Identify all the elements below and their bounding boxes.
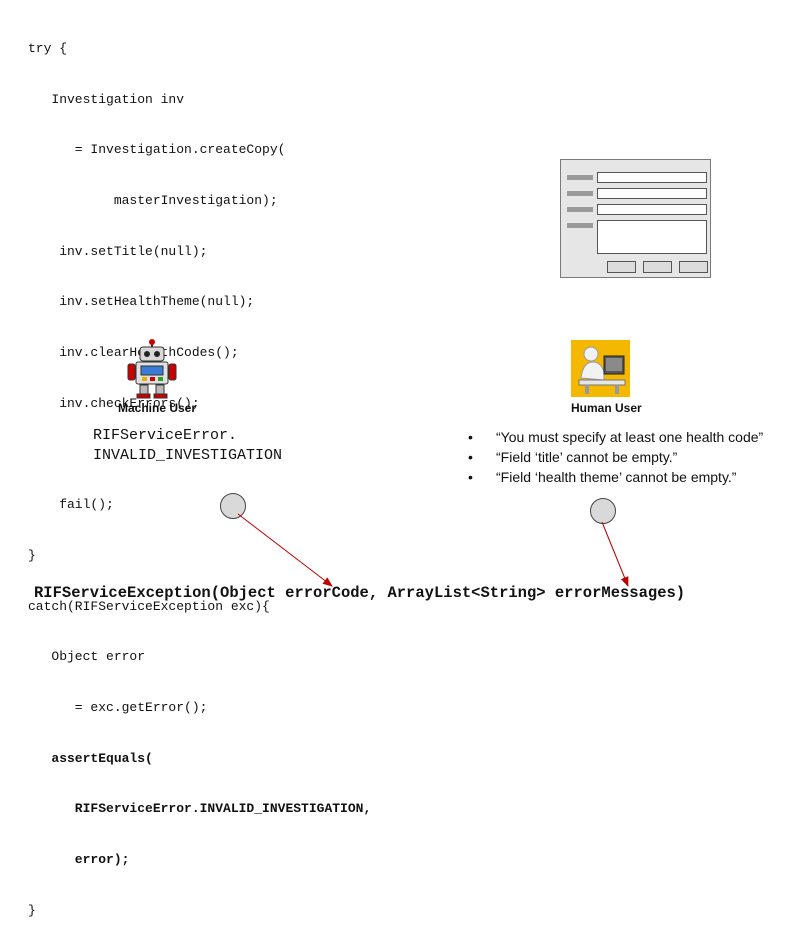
human-user-label: Human User [571,401,642,415]
code-line: Investigation inv [28,91,185,107]
form-field-placeholder [597,172,707,183]
machine-connector-node [220,493,246,519]
error-message-item: “Field ‘title’ cannot be empty.” [468,447,763,467]
robot-icon [126,339,178,399]
code-line: fail(); [28,497,114,513]
error-message-item: “Field ‘health theme’ cannot be empty.” [468,467,763,487]
code-listing: try { Investigation inv = Investigation.… [28,7,371,937]
form-label-placeholder [567,223,593,228]
code-line: } [28,902,36,918]
code-line: inv.setTitle(null); [28,243,208,259]
code-line: = exc.getError(); [28,699,208,715]
person-at-computer-icon [571,340,630,397]
code-line: inv.setHealthTheme(null); [28,294,255,310]
constructor-signature: RIFServiceException(Object errorCode, Ar… [34,584,686,602]
human-connector-node [590,498,616,524]
form-field-placeholder [597,204,707,215]
error-message-item: “You must specify at least one health co… [468,427,763,447]
code-line: masterInvestigation); [28,192,278,208]
human-arrow [601,521,629,587]
form-button-placeholder [679,261,708,273]
code-line: } [28,547,36,563]
code-line: RIFServiceError.INVALID_INVESTIGATION, [28,801,372,817]
machine-user-label: Machine User [118,401,197,415]
form-field-placeholder [597,188,707,199]
form-label-placeholder [567,191,593,196]
code-line: inv.clearHealthCodes(); [28,345,239,361]
machine-error-code: RIFServiceError. INVALID_INVESTIGATION [93,426,282,466]
code-line: = Investigation.createCopy( [28,142,286,158]
code-line: Object error [28,649,146,665]
code-line: error); [28,852,130,868]
machine-error-line: INVALID_INVESTIGATION [93,447,283,464]
form-label-placeholder [567,207,593,212]
code-line: catch(RIFServiceException exc){ [28,598,270,614]
code-line: try { [28,40,68,56]
form-button-placeholder [643,261,672,273]
form-window-illustration [560,159,711,278]
form-textarea-placeholder [597,220,707,254]
human-error-messages: “You must specify at least one health co… [468,427,763,487]
code-line: assertEquals( [28,750,153,766]
code-line: inv.checkErrors(); [28,395,200,411]
form-label-placeholder [567,175,593,180]
machine-error-line: RIFServiceError. [93,427,238,444]
form-button-placeholder [607,261,636,273]
